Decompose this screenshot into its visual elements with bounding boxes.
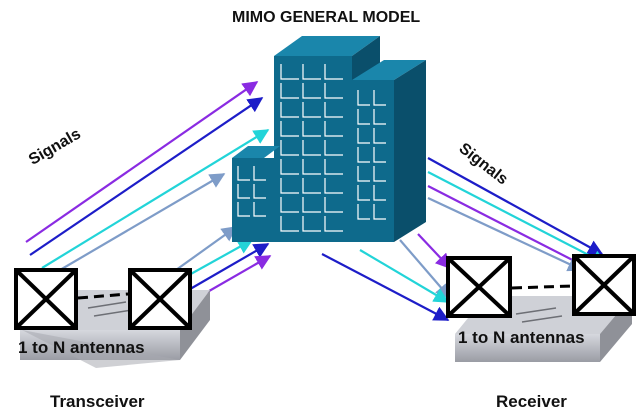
window-icon [324, 102, 343, 118]
window-icon [373, 185, 386, 201]
window-icon [357, 204, 370, 220]
window-icon [302, 64, 321, 80]
window-icon [280, 102, 299, 118]
window-icon [253, 184, 266, 199]
window-icon [373, 128, 386, 144]
window-icon [324, 159, 343, 175]
transceiver-antenna-n [128, 268, 192, 330]
window-icon [280, 83, 299, 99]
transceiver-antenna-link [77, 292, 129, 300]
window-icon [253, 166, 266, 181]
window-icon [324, 83, 343, 99]
window-icon [253, 202, 266, 217]
window-icon [324, 140, 343, 156]
window-icon [302, 140, 321, 156]
window-icon [357, 90, 370, 106]
window-icon [302, 178, 321, 194]
window-icon [324, 216, 343, 232]
window-icon [373, 166, 386, 182]
window-icon [373, 147, 386, 163]
window-icon [324, 178, 343, 194]
receiver-antenna-link [511, 284, 573, 290]
window-icon [280, 197, 299, 213]
receiver-label: Receiver [496, 392, 567, 411]
window-icon [357, 185, 370, 201]
window-icon [357, 147, 370, 163]
receiver-antenna-n [572, 254, 636, 316]
window-icon [324, 121, 343, 137]
window-icon [357, 128, 370, 144]
window-icon [280, 178, 299, 194]
window-icon [373, 204, 386, 220]
receiver-antenna-1 [446, 256, 512, 318]
window-icon [302, 102, 321, 118]
diagram-title: MIMO GENERAL MODEL [232, 9, 421, 26]
window-icon [237, 202, 250, 217]
transceiver-antennas-label: 1 to N antennas [18, 338, 145, 357]
window-icon [324, 197, 343, 213]
window-icon [280, 216, 299, 232]
window-icon [302, 197, 321, 213]
window-icon [373, 90, 386, 106]
window-icon [302, 83, 321, 99]
window-icon [280, 121, 299, 137]
window-icon [302, 216, 321, 232]
window-icon [237, 184, 250, 199]
window-icon [302, 159, 321, 175]
window-icon [357, 109, 370, 125]
receiver-antennas-label: 1 to N antennas [458, 328, 585, 347]
transceiver-label: Transceiver [50, 392, 145, 411]
window-icon [280, 140, 299, 156]
window-icon [302, 121, 321, 137]
window-icon [357, 166, 370, 182]
window-icon [237, 166, 250, 181]
window-icon [280, 64, 299, 80]
window-icon [324, 64, 343, 80]
building-icon [232, 36, 426, 242]
receive-signal-arrows [321, 157, 608, 321]
window-icon [280, 159, 299, 175]
window-icon [373, 109, 386, 125]
transceiver-antenna-1 [14, 268, 78, 330]
